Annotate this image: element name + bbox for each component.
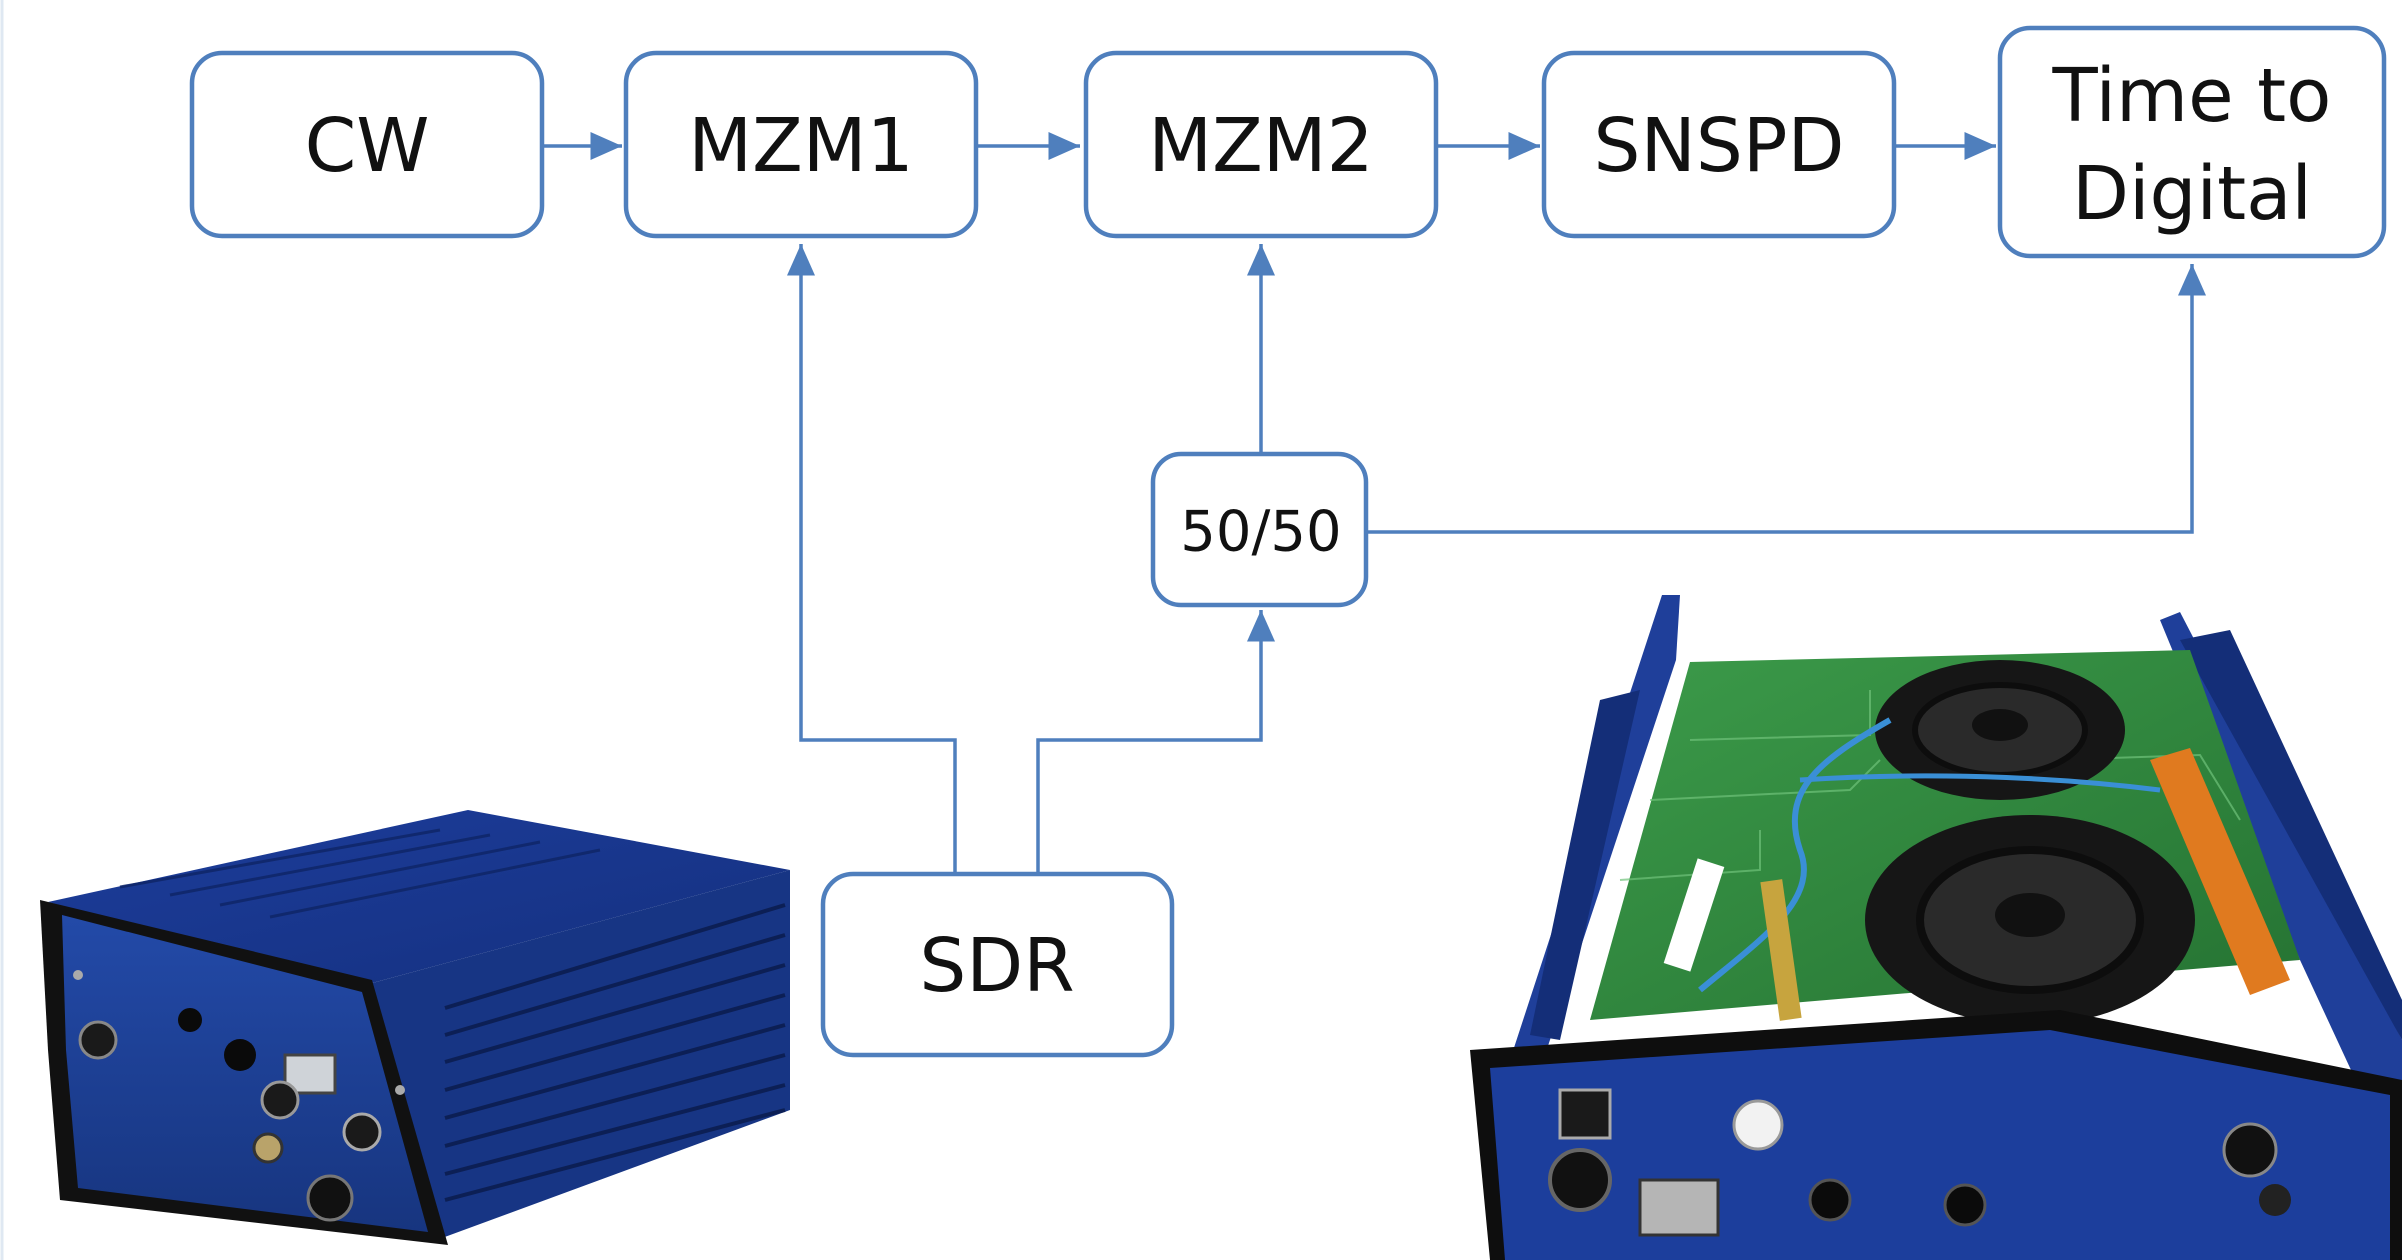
- node-sdr: SDR: [820, 871, 1175, 1058]
- node-splitter-label: 50/50: [1180, 500, 1341, 565]
- node-mzm1: MZM1: [623, 50, 979, 239]
- node-time-to-digital: Time to Digital: [1997, 25, 2387, 259]
- arrow-splitter-to-tdc: [1366, 264, 2206, 534]
- node-mzm2: MZM2: [1083, 50, 1439, 239]
- node-mzm2-label: MZM2: [1148, 103, 1373, 189]
- node-splitter-50-50: 50/50: [1150, 451, 1369, 608]
- node-sdr-label: SDR: [919, 923, 1074, 1009]
- node-cw-label: CW: [305, 103, 430, 189]
- node-mzm1-label: MZM1: [688, 103, 913, 189]
- open-enclosure-pcb-photo: [1470, 595, 2402, 1260]
- closed-blue-enclosure-photo: [40, 810, 790, 1245]
- node-tdc-label-line2: Digital: [2072, 151, 2312, 237]
- node-snspd: SNSPD: [1541, 50, 1897, 239]
- node-cw: CW: [189, 50, 545, 239]
- node-snspd-label: SNSPD: [1594, 103, 1845, 189]
- connectors: [542, 132, 2206, 872]
- node-tdc-label-line1: Time to: [2052, 53, 2332, 139]
- arrow-sdr-to-splitter: [1036, 610, 1275, 872]
- arrow-sdr-to-mzm1: [787, 244, 957, 872]
